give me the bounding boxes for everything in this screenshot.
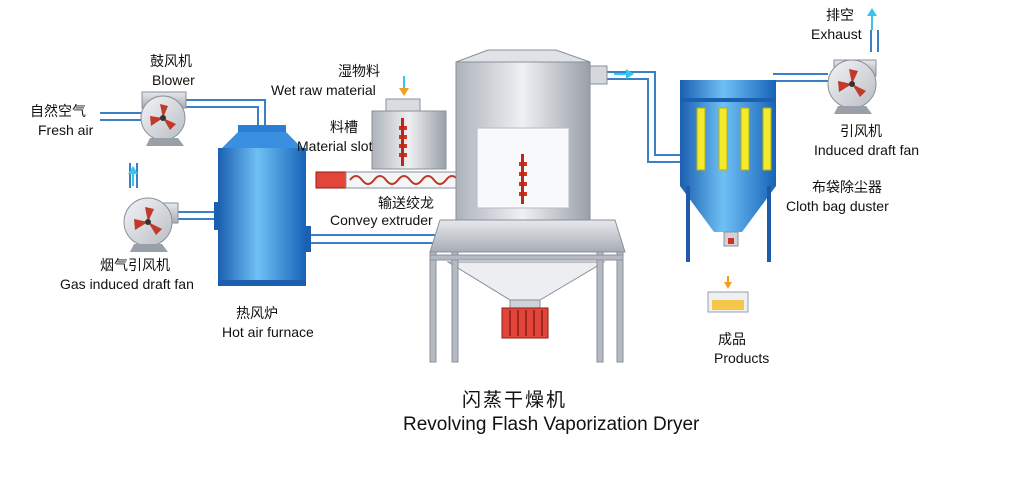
fresh-air-label-zh: 自然空气: [30, 104, 86, 120]
exhaust-label-en: Exhaust: [811, 26, 862, 42]
convey-extruder: [315, 171, 459, 189]
blower-fan: [140, 91, 187, 146]
induced-fan-impeller-icon: [838, 69, 866, 97]
material-slot: [371, 98, 447, 170]
blower-label-zh: 鼓风机: [150, 54, 192, 70]
duster-label-zh: 布袋除尘器: [812, 180, 882, 196]
wet-material-label-zh: 湿物料: [338, 64, 380, 80]
fresh-air-label-en: Fresh air: [38, 122, 94, 138]
furnace-label-en: Hot air furnace: [222, 324, 314, 340]
extruder-label-zh: 输送绞龙: [378, 196, 434, 212]
induced-fan-label-en: Induced draft fan: [814, 142, 920, 158]
product-tray: [707, 276, 749, 313]
slot-label-en: Material slot: [297, 138, 373, 154]
gas-fan-label-zh: 烟气引风机: [100, 258, 170, 274]
blower-impeller-icon: [150, 104, 176, 130]
wet-material-label-en: Wet raw material: [271, 82, 376, 98]
diagram-title-en: Revolving Flash Vaporization Dryer: [403, 414, 700, 435]
hot-air-furnace: [214, 125, 311, 286]
cloth-bag-duster: [680, 80, 776, 262]
gas-induced-fan: [123, 197, 179, 252]
furnace-label-zh: 热风炉: [236, 306, 278, 322]
slot-label-zh: 料槽: [330, 120, 358, 136]
products-label-zh: 成品: [718, 332, 746, 348]
duster-label-en: Cloth bag duster: [786, 198, 889, 214]
flow-arrows: [128, 8, 877, 186]
induced-draft-fan: [827, 59, 877, 114]
extruder-label-en: Convey extruder: [330, 212, 433, 228]
gas-fan-impeller-icon: [134, 207, 162, 235]
pipe-network: [100, 30, 879, 244]
exhaust-label-zh: 排空: [826, 8, 854, 24]
gas-fan-label-en: Gas induced draft fan: [60, 276, 194, 292]
flash-dryer: [429, 49, 626, 363]
induced-fan-label-zh: 引风机: [840, 124, 882, 140]
diagram-title-zh: 闪蒸干燥机: [462, 389, 568, 411]
blower-label-en: Blower: [152, 72, 195, 88]
products-label-en: Products: [714, 350, 770, 366]
